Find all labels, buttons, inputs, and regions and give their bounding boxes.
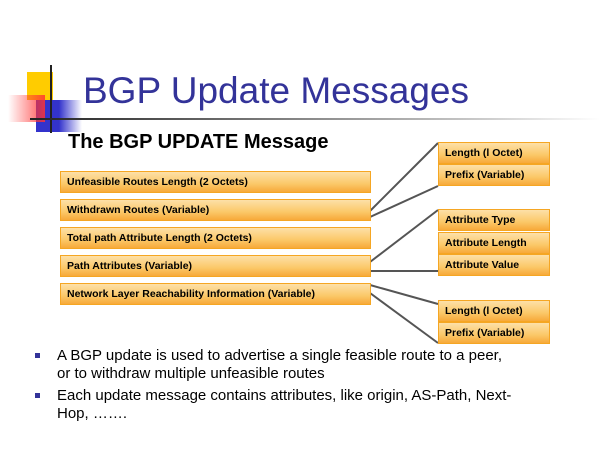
bullet-text: Each update message contains attributes,… [57, 387, 512, 422]
nlri-length: Length (l Octet) [438, 300, 550, 322]
withdrawn-length: Length (l Octet) [438, 142, 550, 164]
field-path-attributes: Path Attributes (Variable) [60, 255, 371, 277]
logo-decoration [0, 0, 90, 140]
withdrawn-prefix: Prefix (Variable) [438, 164, 550, 186]
connector-line [369, 142, 439, 212]
field-total-path-attribute-length: Total path Attribute Length (2 Octets) [60, 227, 371, 249]
connector-line [369, 185, 439, 218]
field-unfeasible-routes-length: Unfeasible Routes Length (2 Octets) [60, 171, 371, 193]
bullet-text: A BGP update is used to advertise a sing… [57, 347, 503, 382]
field-withdrawn-routes: Withdrawn Routes (Variable) [60, 199, 371, 221]
diagram-title: The BGP UPDATE Message [68, 131, 329, 153]
connector-line [369, 209, 439, 263]
attribute-length: Attribute Length [438, 232, 550, 254]
attribute-type: Attribute Type [438, 209, 550, 231]
bullet-marker [35, 353, 40, 358]
bullet-marker [35, 393, 40, 398]
attribute-value: Attribute Value [438, 254, 550, 276]
field-nlri: Network Layer Reachability Information (… [60, 283, 371, 305]
connector-line [369, 292, 439, 344]
slide-title: BGP Update Messages [83, 70, 469, 111]
nlri-prefix: Prefix (Variable) [438, 322, 550, 344]
title-underline [30, 118, 600, 120]
connector-line [369, 284, 439, 305]
